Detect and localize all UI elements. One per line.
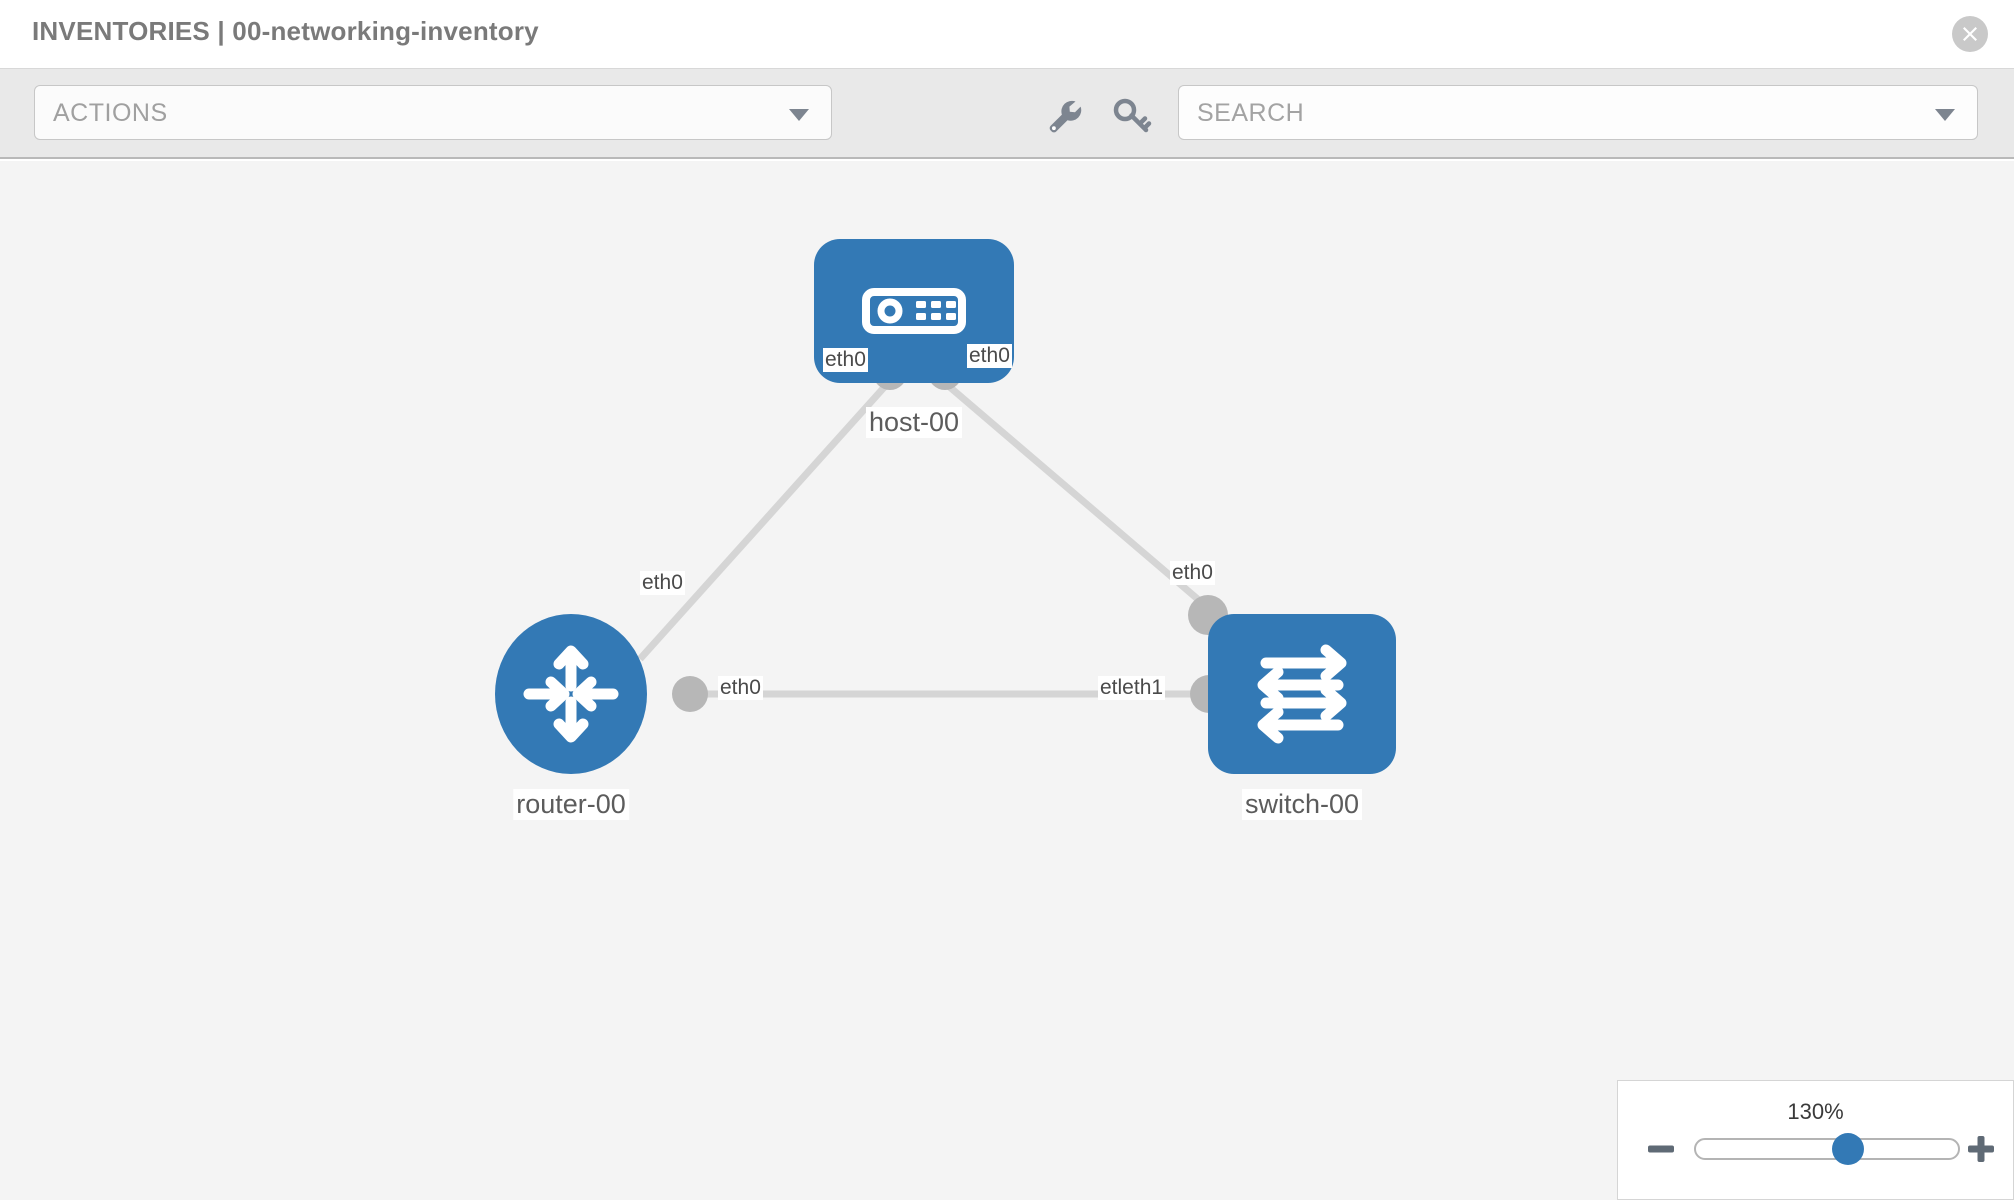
zoom-slider-thumb[interactable] <box>1831 1133 1864 1165</box>
port-label-switch-left: etleth1 <box>1098 676 1166 700</box>
close-x-glyph <box>1963 27 1977 41</box>
search-placeholder-label: SEARCH <box>1197 99 1305 127</box>
zoom-slider[interactable] <box>1694 1133 1960 1165</box>
switch-icon <box>1257 644 1347 744</box>
port-label-host-right: eth0 <box>967 344 1012 368</box>
key-icon[interactable] <box>1110 93 1154 137</box>
search-input[interactable]: SEARCH <box>1178 85 1978 140</box>
router-icon <box>523 645 619 743</box>
port-label-switch-up: eth0 <box>1170 561 1215 585</box>
node-switch-shape[interactable] <box>1208 614 1396 774</box>
node-router-shape[interactable] <box>495 614 647 774</box>
zoom-level-label: 130% <box>1787 1099 1844 1124</box>
port-label-router-up: eth0 <box>640 571 685 595</box>
zoom-control: 130% <box>1617 1080 2014 1200</box>
wrench-glyph <box>1049 100 1082 133</box>
actions-dropdown-label: ACTIONS <box>53 99 168 127</box>
key-glyph <box>1113 98 1152 133</box>
port-dot-router-right[interactable] <box>672 676 708 712</box>
page-header: INVENTORIES | 00-networking-inventory <box>0 0 2014 69</box>
wrench-icon[interactable] <box>1042 93 1086 137</box>
minus-icon[interactable] <box>1643 1131 1679 1167</box>
node-label-switch-00: switch-00 <box>1241 789 1363 820</box>
page-title: INVENTORIES | 00-networking-inventory <box>32 16 539 46</box>
actions-dropdown[interactable]: ACTIONS <box>34 85 832 140</box>
server-icon <box>862 288 966 334</box>
plus-glyph <box>1968 1136 1994 1162</box>
chevron-down-icon <box>789 109 809 121</box>
minus-glyph <box>1648 1145 1674 1153</box>
chevron-down-icon <box>1935 109 1955 121</box>
link-host-router[interactable] <box>637 380 891 662</box>
topology-canvas[interactable]: host-00 router-00 <box>0 161 2014 1200</box>
port-label-router-right: eth0 <box>718 676 763 700</box>
plus-icon[interactable] <box>1963 1131 1999 1167</box>
close-icon[interactable] <box>1952 16 1988 52</box>
node-label-host-00: host-00 <box>865 407 963 438</box>
node-label-router-00: router-00 <box>513 789 629 820</box>
link-host-switch[interactable] <box>942 380 1238 634</box>
port-label-host-left: eth0 <box>823 348 868 372</box>
